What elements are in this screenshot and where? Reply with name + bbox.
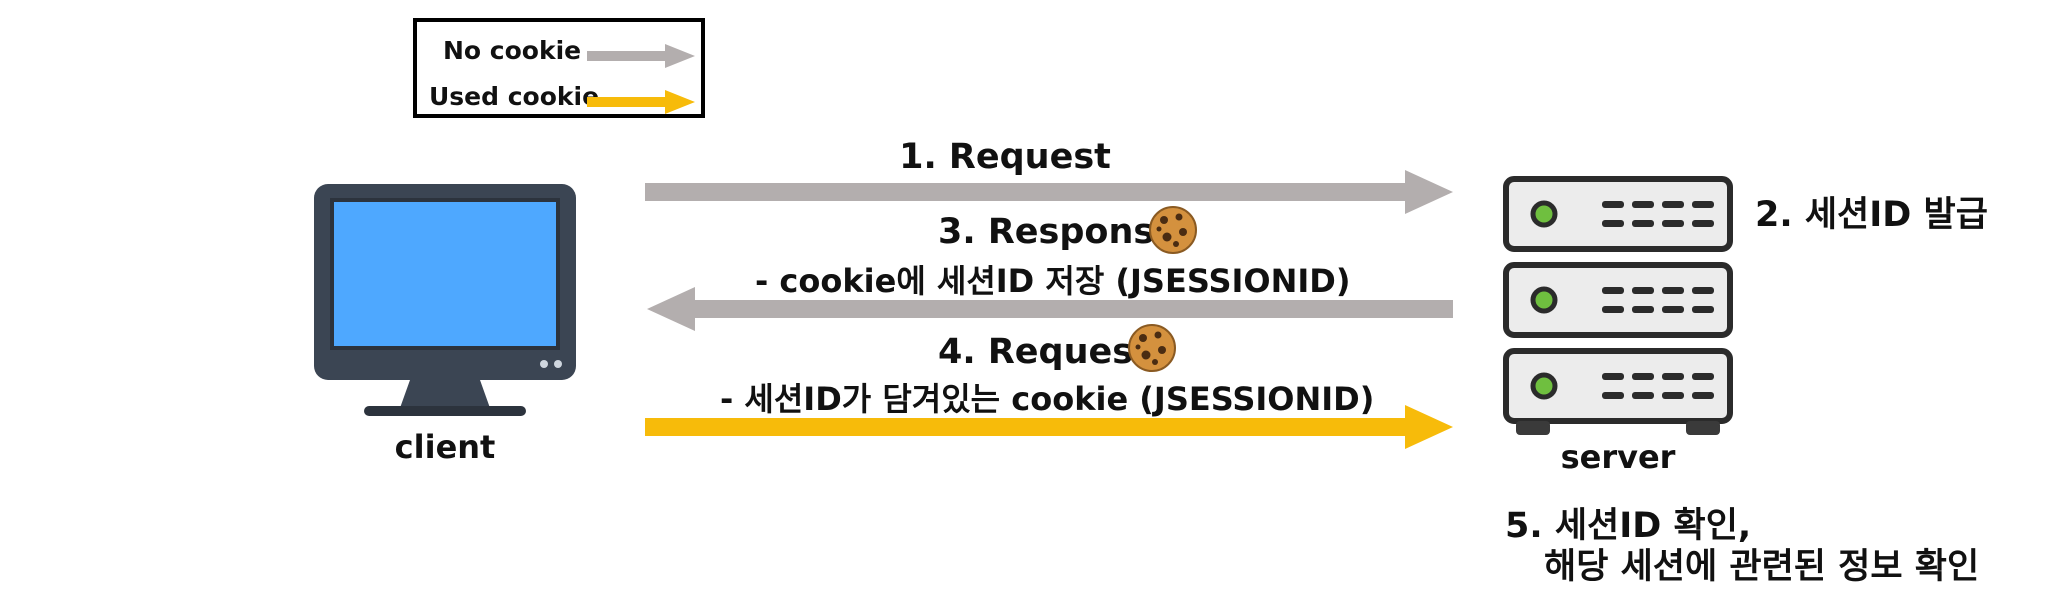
step4-title-text: 4. Request xyxy=(938,332,1150,372)
server-unit xyxy=(1503,348,1733,424)
step3-detail: - cookie에 세션ID 저장 (JSESSIONID) xyxy=(755,262,1351,300)
server-unit xyxy=(1503,262,1733,338)
step3-title: 3. Response xyxy=(938,212,1178,252)
server-label: server xyxy=(1560,438,1676,476)
legend: No cookie Used cookie xyxy=(413,18,705,118)
cookie-icon xyxy=(1149,206,1197,254)
gray-arrow-icon xyxy=(587,44,695,68)
response-arrow xyxy=(647,287,1453,331)
step1-label: 1. Request xyxy=(899,137,1111,177)
legend-label: No cookie xyxy=(443,36,582,65)
step5-line2: 해당 세션에 관련된 정보 확인 xyxy=(1544,547,1980,587)
step5-line1: 5. 세션ID 확인, xyxy=(1505,506,1752,546)
legend-item-used-cookie: Used cookie xyxy=(417,78,701,118)
step4-detail: - 세션ID가 담겨있는 cookie (JSESSIONID) xyxy=(720,380,1375,418)
step3-title-text: 3. Response xyxy=(938,212,1178,252)
legend-label: Used cookie xyxy=(429,82,600,111)
monitor-icon xyxy=(314,184,576,416)
cookie-icon xyxy=(1128,324,1176,372)
cookie-request-arrow xyxy=(645,405,1453,449)
legend-item-no-cookie: No cookie xyxy=(417,32,701,72)
server-unit xyxy=(1503,176,1733,252)
step4-title: 4. Request xyxy=(938,332,1150,372)
client-label: client xyxy=(394,428,496,466)
server-icon xyxy=(1503,176,1733,435)
step2-label: 2. 세션ID 발급 xyxy=(1755,195,1988,235)
request-arrow xyxy=(645,170,1453,214)
yellow-arrow-icon xyxy=(587,90,695,114)
